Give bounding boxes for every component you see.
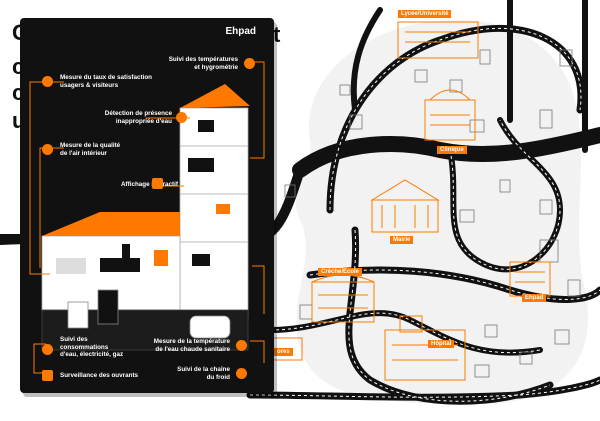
panel-title: Ehpad bbox=[225, 26, 256, 37]
panel-item-openings: Surveillance des ouvrants bbox=[60, 372, 139, 379]
ehpad-building-illustration bbox=[29, 61, 265, 374]
map-label-hopital: Hôpital bbox=[428, 340, 455, 348]
ehpad-panel: Ehpad bbox=[20, 18, 274, 393]
thermometer-icon bbox=[244, 58, 255, 69]
map-label-lycee: Lycée/Université bbox=[398, 10, 452, 18]
panel-item-water-presence: Détection de présence inappropriée d'eau bbox=[104, 110, 172, 125]
screen-icon bbox=[152, 178, 163, 189]
panel-item-consumption: Suivi des consommations d'eau, électrici… bbox=[60, 336, 124, 359]
snowflake-icon bbox=[236, 368, 247, 379]
water-drop-icon bbox=[236, 340, 247, 351]
hero-title-tail: t bbox=[273, 22, 281, 47]
road-left bbox=[0, 234, 22, 244]
map-label-clinique: Clinique bbox=[437, 146, 467, 154]
air-icon bbox=[42, 144, 53, 155]
map-label-mairie: Mairie bbox=[390, 236, 414, 244]
panel-item-hot-water: Mesure de la température de l'eau chaude… bbox=[153, 338, 230, 353]
panel-item-air: Mesure de la qualité de l'air intérieur bbox=[60, 142, 121, 157]
panel-item-display: Affichage interactif bbox=[120, 181, 178, 188]
smiley-icon bbox=[42, 76, 53, 87]
panel-item-temp-hygro: Suivi des températures et hygrométrie bbox=[168, 56, 238, 71]
map-label-ehpad: Ehpad bbox=[522, 294, 547, 302]
meter-icon bbox=[42, 344, 53, 355]
map-label-bureaux: ores bbox=[274, 348, 293, 356]
panel-item-satisfaction: Mesure du taux de satisfaction usagers &… bbox=[60, 74, 153, 89]
map-label-creche: Crèche/Ecole bbox=[318, 268, 363, 276]
door-icon bbox=[42, 370, 53, 381]
panel-item-cold-chain: Suivi de la chaîne du froid bbox=[177, 366, 230, 381]
warning-icon bbox=[176, 112, 187, 123]
